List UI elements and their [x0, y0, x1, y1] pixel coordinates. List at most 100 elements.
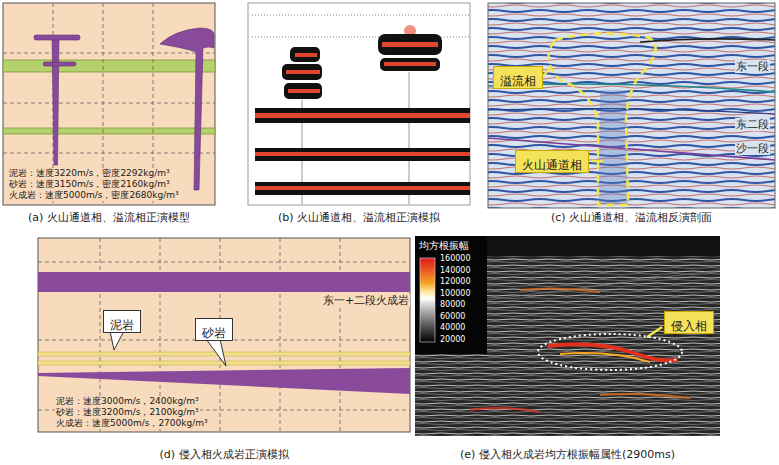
- inversion-section-c: [488, 3, 775, 208]
- forward-simulation-b-shape-shape: [290, 47, 320, 62]
- forward-simulation-b-shape: [248, 3, 470, 205]
- colorbar-value: 140000: [439, 266, 472, 276]
- horizon-name: 东二段: [735, 118, 770, 131]
- forward-simulation-b-shape-shape: [255, 113, 470, 118]
- forward-model-a-shape-shape: [3, 153, 215, 154]
- rms-amplitude-e-shape: [487, 270, 720, 300]
- forward-simulation-b-shape-shape: [255, 148, 470, 161]
- colorbar-value: 20000: [439, 335, 466, 345]
- forward-simulation-b: [248, 3, 470, 205]
- colorbar-value: 120000: [439, 277, 472, 287]
- intrusive-model-d-shape: [38, 368, 410, 394]
- panel-caption: (c) 火山通道相、溢流相反演剖面: [551, 211, 712, 225]
- intrusive-model-d-shape: [110, 331, 124, 350]
- forward-simulation-b-shape-shape: [282, 64, 322, 80]
- rms-amplitude-e-shape: [415, 236, 487, 354]
- inversion-section-c-shape: [640, 39, 775, 42]
- colorbar-value: 60000: [439, 312, 466, 322]
- inversion-section-c-shape: [488, 3, 775, 208]
- colorbar-title: 均方根振幅: [418, 240, 470, 252]
- callout-box: 溢流相: [493, 66, 543, 89]
- rock-property: 砂岩：速度3150m/s，密度2160kg/m³: [8, 179, 171, 190]
- intrusive-model-d: [38, 238, 410, 432]
- forward-simulation-b-shape-shape: [284, 83, 322, 99]
- callout-label: 溢流相: [500, 74, 536, 89]
- intrusive-model-d-shape: [38, 238, 410, 432]
- intrusive-model-d-shape-shape: [38, 262, 410, 263]
- forward-simulation-b-shape-shape: [286, 70, 320, 74]
- colorbar-value: 80000: [439, 300, 466, 310]
- intrusive-model-d-shape: [206, 339, 226, 366]
- forward-model-a-shape-shape: [52, 38, 59, 165]
- inversion-section-c-shape: [488, 109, 775, 114]
- forward-simulation-b-shape-shape: [380, 58, 440, 71]
- rms-amplitude-e-shape: [520, 288, 600, 292]
- rock-property: 火成岩：速度5000m/s，密度2680kg/m³: [8, 190, 180, 201]
- rms-amplitude-e-shape: [560, 353, 650, 362]
- rock-property: 泥岩：速度3220m/s，密度2292kg/m³: [8, 168, 171, 179]
- horizon-name: 东一段: [735, 60, 770, 73]
- forward-model-a-shape-shape: [43, 62, 76, 66]
- horizon-name: 沙一段: [735, 142, 770, 155]
- intrusive-model-d-shape: [38, 272, 410, 292]
- callout-label: 泥岩: [110, 318, 134, 333]
- forward-model-a-shape-shape: [3, 53, 215, 54]
- panel-caption: (a) 火山通道相、溢流相正演模型: [28, 211, 190, 225]
- forward-model-a-shape: [3, 3, 215, 205]
- callout-box: 砂岩: [195, 318, 233, 341]
- rms-amplitude-e-shape: [548, 344, 678, 360]
- intrusive-model-d-shape-shape: [280, 238, 281, 432]
- inversion-section-c-shape: [543, 66, 552, 76]
- panel-caption: (d) 侵入相火成岩正演模拟: [159, 448, 288, 462]
- rms-amplitude-e-shape: [487, 236, 720, 256]
- forward-simulation-b-shape-shape: [382, 42, 438, 47]
- callout-box: 泥岩: [103, 310, 141, 333]
- forward-model-a-shape: [34, 28, 214, 190]
- intrusive-model-d-shape: [38, 238, 410, 432]
- layer-name: 东一+二段火成岩: [322, 294, 410, 307]
- forward-simulation-b-shape-shape: [255, 182, 470, 195]
- forward-simulation-b-shape-shape: [378, 34, 442, 55]
- colorbar-value: 100000: [439, 289, 472, 299]
- forward-model-a: [3, 3, 215, 205]
- forward-simulation-b-shape-shape: [255, 152, 470, 156]
- callout-label: 火山通道相: [522, 158, 582, 173]
- rms-amplitude-e-shape: [647, 327, 662, 337]
- forward-simulation-b-shape: [282, 25, 442, 99]
- callout-box: 侵入相: [664, 311, 714, 334]
- rms-amplitude-e-shape: [420, 258, 435, 342]
- colorbar-value: 40000: [439, 323, 466, 333]
- callout-label: 砂岩: [202, 326, 226, 341]
- intrusive-model-d-shape-shape: [340, 238, 341, 432]
- panel-caption: (e) 侵入相火成岩均方根振幅属性(2900ms): [460, 448, 675, 462]
- forward-simulation-b-shape-shape: [384, 62, 436, 66]
- inversion-section-c-shape: [592, 160, 603, 163]
- forward-simulation-b-shape-shape: [255, 186, 470, 190]
- callout-label: 侵入相: [671, 319, 707, 334]
- forward-model-a-shape-shape: [34, 35, 80, 40]
- forward-model-a-shape: [3, 128, 215, 134]
- inversion-section-c-shape: [549, 33, 656, 205]
- forward-model-a-shape: [3, 60, 215, 72]
- rms-amplitude-e-shape: [470, 408, 540, 412]
- rock-property: 泥岩：速度3000m/s，2400kg/m³: [55, 396, 200, 407]
- panel-caption: (b) 火山通道相、溢流相正演模拟: [278, 211, 440, 225]
- rms-amplitude-e-shape: [600, 394, 690, 398]
- rms-amplitude-e-shape: [415, 236, 720, 436]
- callout-box: 火山通道相: [515, 150, 589, 173]
- forward-model-a-shape-shape: [160, 28, 214, 190]
- figure-panel: (c) 火山通道相、溢流相反演剖面 溢流相火山通道相: [488, 3, 775, 225]
- rms-amplitude-e-shape: [538, 334, 682, 370]
- figure-panel: (b) 火山通道相、溢流相正演模拟: [248, 3, 470, 225]
- forward-simulation-b-shape-shape: [255, 108, 470, 123]
- forward-model-a-shape: [3, 3, 215, 205]
- forward-simulation-b-shape-shape: [295, 53, 317, 57]
- rock-property: 砂岩：速度3200m/s，2100kg/m³: [55, 407, 200, 418]
- forward-simulation-b-shape-shape: [288, 89, 320, 93]
- colorbar-value: 160000: [439, 254, 472, 264]
- rms-amplitude-e: [415, 236, 720, 436]
- forward-simulation-b-shape: [252, 15, 470, 16]
- forward-simulation-b-shape: [255, 108, 470, 195]
